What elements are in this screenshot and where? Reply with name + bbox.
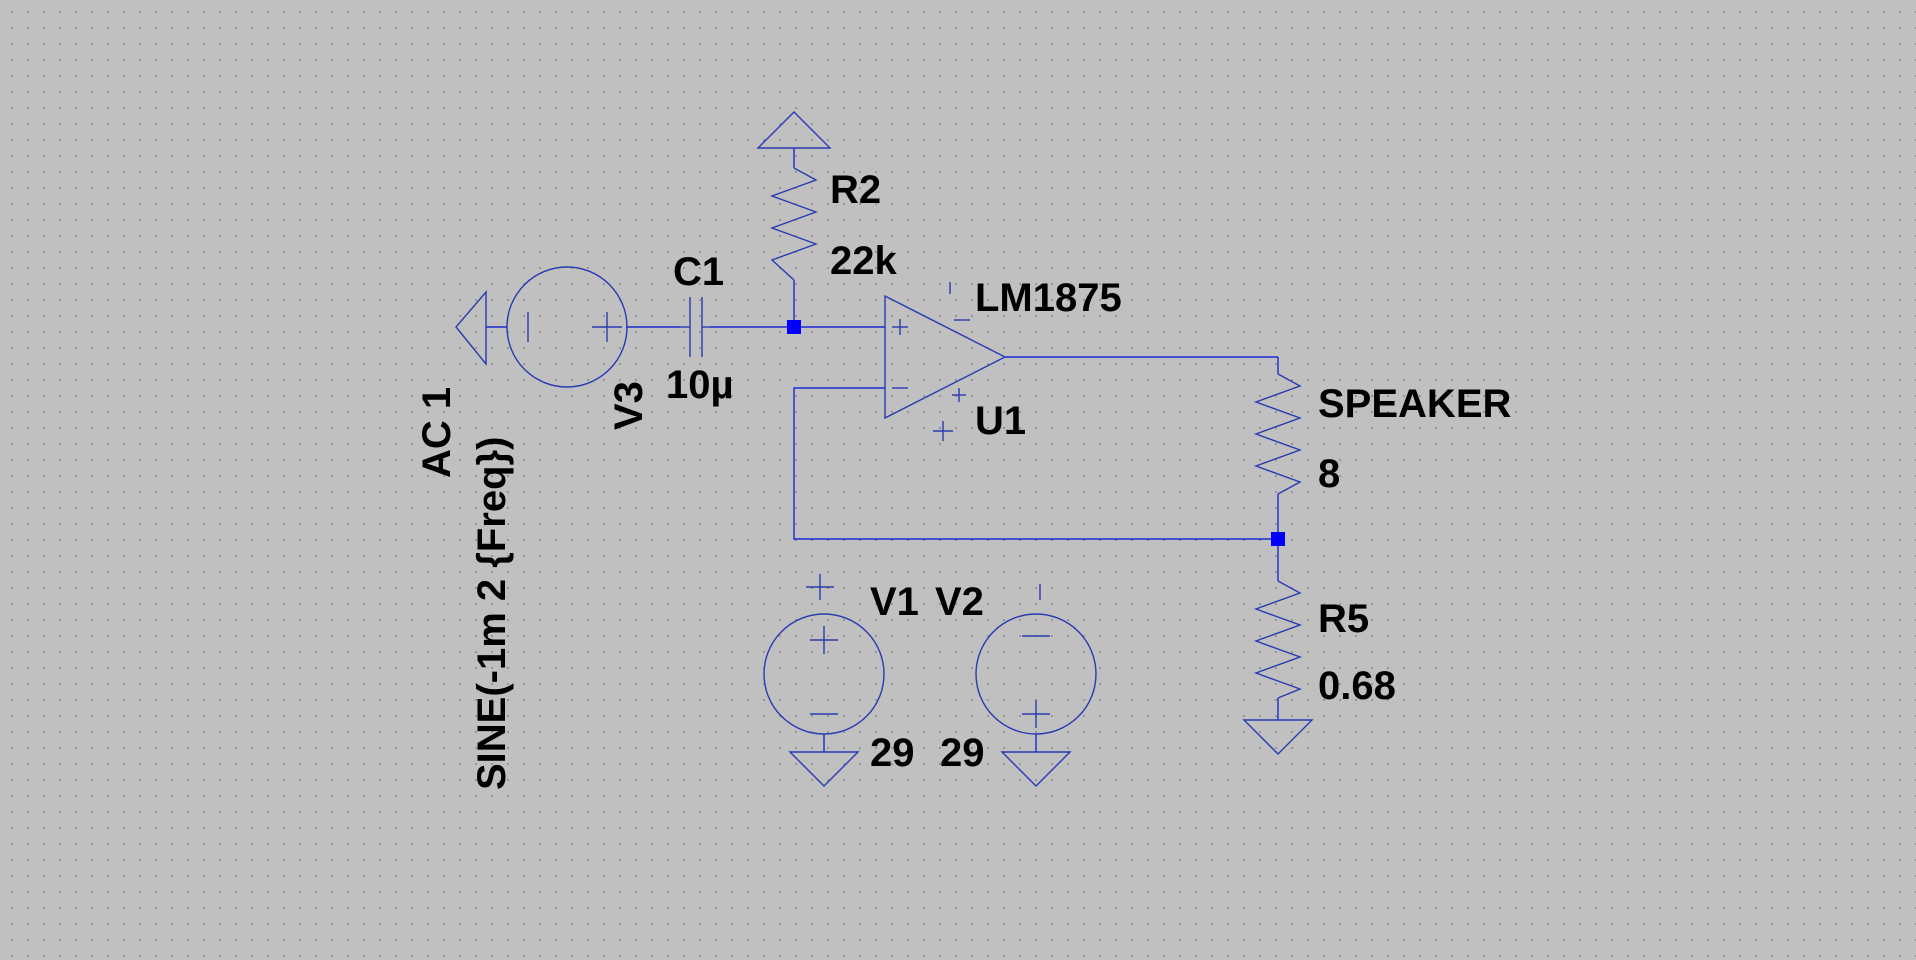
- voltage-source-v3[interactable]: [506, 266, 628, 388]
- speaker-value-label: 8: [1318, 452, 1340, 496]
- v3-ac-label: AC 1: [415, 387, 459, 478]
- junction-feedback-node[interactable]: [1271, 532, 1285, 546]
- ground-icon-r2[interactable]: [756, 111, 832, 149]
- ground-icon-v1[interactable]: [788, 751, 860, 787]
- c1-name-label: C1: [673, 250, 724, 294]
- resistor-r2[interactable]: [769, 167, 819, 281]
- v3-source-label: SINE(-1m 2 {Freq}): [470, 437, 514, 790]
- u1-part-label: LM1875: [975, 276, 1122, 320]
- speaker-name-label: SPEAKER: [1318, 382, 1511, 426]
- junction-input-node[interactable]: [787, 320, 801, 334]
- voltage-source-v1[interactable]: [763, 574, 885, 735]
- ground-icon-v3[interactable]: [455, 290, 487, 366]
- wires: [486, 148, 1279, 752]
- v2-value-label: 29: [940, 731, 985, 775]
- resistor-speaker[interactable]: [1253, 373, 1303, 495]
- v1-value-label: 29: [870, 731, 915, 775]
- r2-value-label: 22k: [830, 239, 897, 283]
- capacitor-c1[interactable]: [680, 297, 710, 357]
- v1-name-label: V1: [870, 580, 919, 624]
- u1-name-label: U1: [975, 399, 1026, 443]
- resistor-r5[interactable]: [1253, 580, 1303, 699]
- opamp-u1[interactable]: [884, 282, 1007, 441]
- r5-value-label: 0.68: [1318, 664, 1396, 708]
- r5-name-label: R5: [1318, 597, 1369, 641]
- ground-icon-v2[interactable]: [1000, 751, 1072, 787]
- v3-name-label: V3: [607, 381, 651, 430]
- v2-name-label: V2: [935, 580, 984, 624]
- r2-name-label: R2: [830, 168, 881, 212]
- c1-value-label: 10µ: [666, 363, 734, 407]
- voltage-source-v2[interactable]: [975, 584, 1097, 735]
- wire-feedback[interactable]: [793, 387, 1278, 540]
- ground-icon-r5[interactable]: [1242, 719, 1314, 755]
